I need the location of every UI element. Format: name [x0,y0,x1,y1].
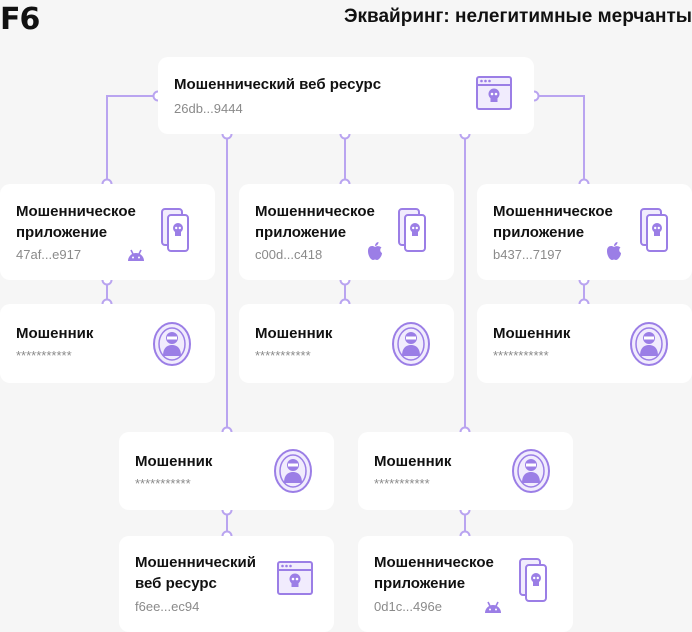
fraudster-card-2[interactable]: Мошенник *********** [239,304,454,383]
card-title: Мошеннический веб ресурс [174,76,382,93]
fraudster-card-5[interactable]: Мошенник *********** [358,432,573,510]
fraudster-icon [512,449,550,493]
masked-id: *********** [16,348,72,363]
page-title: Эквайринг: нелегитимные мерчанты [344,6,692,27]
card-id: 26db...9444 [174,101,243,116]
app-card-3[interactable]: Мошенническое приложение b437...7197 [477,184,692,280]
card-title-line2: приложение [16,224,108,241]
malicious-app-icon [640,208,668,252]
card-id: f6ee...ec94 [135,599,200,614]
malicious-web-icon [277,561,313,595]
card-title-line1: Мошенническое [16,203,136,220]
card-title-line1: Мошенническое [374,554,494,571]
masked-id: *********** [374,476,430,491]
leaf-web-resource-card[interactable]: Мошеннический веб ресурс f6ee...ec94 [119,536,334,632]
root-web-resource-card[interactable]: Мошеннический веб ресурс 26db...9444 [158,57,534,134]
card-title: Мошенник [374,453,452,470]
card-title: Мошенник [135,453,213,470]
card-title-line1: Мошеннический [135,554,256,571]
fraudster-icon [392,322,430,366]
card-title-line2: веб ресурс [135,575,217,592]
malicious-web-icon [476,76,512,110]
card-title-line2: приложение [255,224,347,241]
malicious-app-icon [161,208,189,252]
app-card-1[interactable]: Мошенническое приложение 47af...e917 [0,184,215,280]
app-card-2[interactable]: Мошенническое приложение c00d...c418 [239,184,454,280]
fraudster-icon [630,322,668,366]
card-id: b437...7197 [493,247,562,262]
android-icon [128,249,144,261]
card-id: 47af...e917 [16,247,82,262]
card-title-line1: Мошенническое [255,203,375,220]
apple-icon [607,242,621,260]
card-title-line2: приложение [493,224,585,241]
fraudster-card-1[interactable]: Мошенник *********** [0,304,215,383]
card-title: Мошенник [16,325,94,342]
masked-id: *********** [493,348,549,363]
card-id: 0d1c...496e [374,599,442,614]
card-title-line1: Мошенническое [493,203,613,220]
card-title: Мошенник [255,325,333,342]
malicious-app-icon [398,208,426,252]
fraudster-card-3[interactable]: Мошенник *********** [477,304,692,383]
masked-id: *********** [255,348,311,363]
card-id: c00d...c418 [255,247,323,262]
fraudster-card-4[interactable]: Мошенник *********** [119,432,334,510]
card-title-line2: приложение [374,575,466,592]
fraudster-icon [274,449,312,493]
leaf-app-card[interactable]: Мошенническое приложение 0d1c...496e [358,536,573,632]
malicious-app-icon [519,558,547,602]
android-icon [485,601,501,613]
card-title: Мошенник [493,325,571,342]
fraudster-icon [153,322,191,366]
company-logo: F6 [0,2,40,37]
apple-icon [368,242,382,260]
masked-id: *********** [135,476,191,491]
